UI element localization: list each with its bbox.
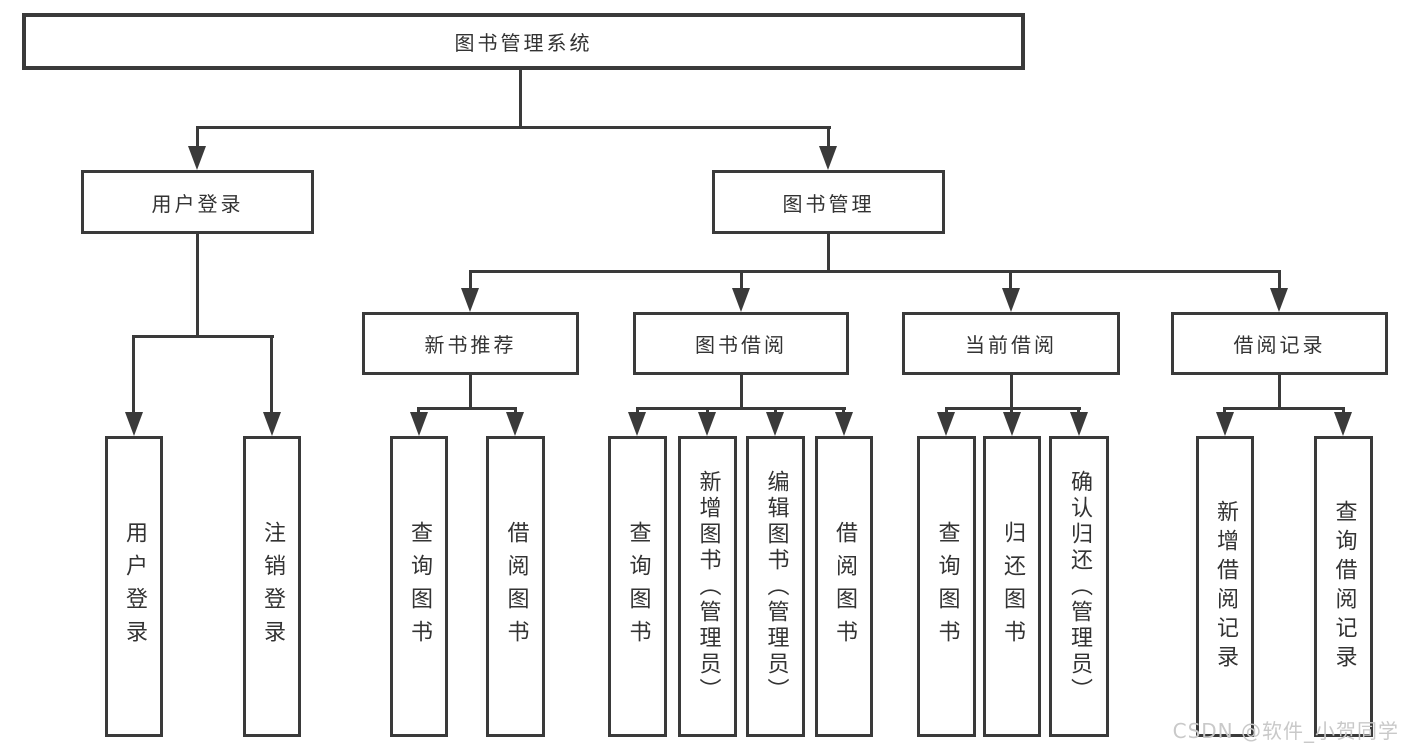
connector-vline bbox=[417, 407, 420, 416]
connector-vline bbox=[514, 407, 517, 416]
arrowhead-down bbox=[1270, 288, 1288, 312]
arrowhead-down bbox=[188, 146, 206, 170]
connector-vline bbox=[740, 375, 743, 410]
connector-vline bbox=[469, 375, 472, 410]
arrowhead-down bbox=[628, 412, 646, 436]
node-new-book-recommend-label: 新书推荐 bbox=[424, 333, 517, 357]
connector-vline bbox=[1010, 407, 1013, 416]
connector-vline bbox=[270, 335, 273, 414]
leaf-query-books-1: 查询图书 bbox=[390, 436, 448, 737]
node-new-book-recommend: 新书推荐 bbox=[362, 312, 579, 375]
leaf-add-borrow-record: 新增借阅记录 bbox=[1196, 436, 1254, 737]
arrowhead-down bbox=[766, 412, 784, 436]
connector-vline bbox=[132, 335, 135, 414]
connector-vline bbox=[1009, 270, 1012, 292]
connector-hline bbox=[417, 407, 517, 410]
connector-vline bbox=[469, 270, 472, 292]
leaf-query-books-3: 查询图书 bbox=[917, 436, 976, 737]
arrowhead-down bbox=[1002, 288, 1020, 312]
connector-hline bbox=[636, 407, 846, 410]
leaf-edit-book-admin-label: 编辑图书（管理员） bbox=[763, 469, 789, 704]
connector-hline bbox=[1223, 407, 1345, 410]
connector-vline bbox=[706, 407, 709, 416]
arrowhead-down bbox=[1334, 412, 1352, 436]
arrowhead-down bbox=[937, 412, 955, 436]
connector-hline bbox=[132, 335, 274, 338]
node-current-borrow: 当前借阅 bbox=[902, 312, 1120, 375]
node-borrow-record: 借阅记录 bbox=[1171, 312, 1388, 375]
leaf-query-borrow-record: 查询借阅记录 bbox=[1314, 436, 1373, 737]
node-root-label: 图书管理系统 bbox=[454, 31, 593, 55]
leaf-user-login: 用户登录 bbox=[105, 436, 163, 737]
arrowhead-down bbox=[461, 288, 479, 312]
node-user-login: 用户登录 bbox=[81, 170, 314, 234]
arrowhead-down bbox=[506, 412, 524, 436]
connector-vline bbox=[774, 407, 777, 416]
connector-vline bbox=[1278, 375, 1281, 410]
csdn-watermark: CSDN @软件_小贺同学 bbox=[1172, 719, 1399, 743]
node-book-borrow-label: 图书借阅 bbox=[695, 333, 787, 357]
leaf-logout: 注销登录 bbox=[243, 436, 301, 737]
leaf-query-books-2: 查询图书 bbox=[608, 436, 667, 737]
arrowhead-down bbox=[1216, 412, 1234, 436]
leaf-query-borrow-record-label: 查询借阅记录 bbox=[1331, 499, 1357, 674]
arrowhead-down bbox=[410, 412, 428, 436]
node-book-management: 图书管理 bbox=[712, 170, 945, 234]
connector-vline bbox=[1223, 407, 1226, 416]
leaf-return-books-label: 归还图书 bbox=[1000, 520, 1025, 653]
connector-vline bbox=[1342, 407, 1345, 416]
leaf-add-book-admin-label: 新增图书（管理员） bbox=[695, 469, 721, 704]
arrowhead-down bbox=[835, 412, 853, 436]
leaf-borrow-books-2-label: 借阅图书 bbox=[832, 520, 857, 653]
leaf-user-login-label: 用户登录 bbox=[122, 520, 147, 653]
connector-vline bbox=[740, 270, 743, 292]
connector-vline bbox=[636, 407, 639, 416]
connector-vline bbox=[945, 407, 948, 416]
node-root: 图书管理系统 bbox=[22, 13, 1025, 70]
connector-vline bbox=[1077, 407, 1080, 416]
leaf-add-borrow-record-label: 新增借阅记录 bbox=[1213, 499, 1238, 674]
connector-vline bbox=[827, 126, 830, 156]
connector-hline bbox=[469, 270, 1281, 273]
leaf-borrow-books-1: 借阅图书 bbox=[486, 436, 545, 737]
connector-vline bbox=[196, 126, 199, 156]
arrowhead-down bbox=[698, 412, 716, 436]
connector-vline bbox=[842, 407, 845, 416]
leaf-query-books-2-label: 查询图书 bbox=[625, 520, 651, 653]
node-current-borrow-label: 当前借阅 bbox=[965, 333, 1057, 357]
connector-vline bbox=[519, 68, 522, 129]
node-book-borrow: 图书借阅 bbox=[633, 312, 849, 375]
leaf-edit-book-admin: 编辑图书（管理员） bbox=[746, 436, 805, 737]
arrowhead-down bbox=[125, 412, 143, 436]
node-book-management-label: 图书管理 bbox=[782, 191, 875, 216]
connector-vline bbox=[827, 234, 830, 273]
connector-hline bbox=[196, 126, 831, 129]
arrowhead-down bbox=[263, 412, 281, 436]
arrowhead-down bbox=[1003, 412, 1021, 436]
connector-vline bbox=[196, 234, 199, 338]
leaf-query-books-1-label: 查询图书 bbox=[407, 520, 432, 653]
node-user-login-label: 用户登录 bbox=[151, 191, 244, 216]
connector-vline bbox=[1278, 270, 1281, 292]
arrowhead-down bbox=[1070, 412, 1088, 436]
connector-hline bbox=[945, 407, 1081, 410]
leaf-query-books-3-label: 查询图书 bbox=[934, 520, 960, 653]
leaf-borrow-books-2: 借阅图书 bbox=[815, 436, 873, 737]
node-borrow-record-label: 借阅记录 bbox=[1233, 333, 1326, 357]
connector-vline bbox=[1010, 375, 1013, 410]
leaf-confirm-return-admin: 确认归还（管理员） bbox=[1049, 436, 1109, 737]
leaf-add-book-admin: 新增图书（管理员） bbox=[678, 436, 737, 737]
leaf-confirm-return-admin-label: 确认归还（管理员） bbox=[1067, 469, 1092, 704]
arrowhead-down bbox=[732, 288, 750, 312]
leaf-logout-label: 注销登录 bbox=[260, 520, 285, 653]
leaf-borrow-books-1-label: 借阅图书 bbox=[503, 520, 529, 653]
arrowhead-down bbox=[819, 146, 837, 170]
leaf-return-books: 归还图书 bbox=[983, 436, 1041, 737]
